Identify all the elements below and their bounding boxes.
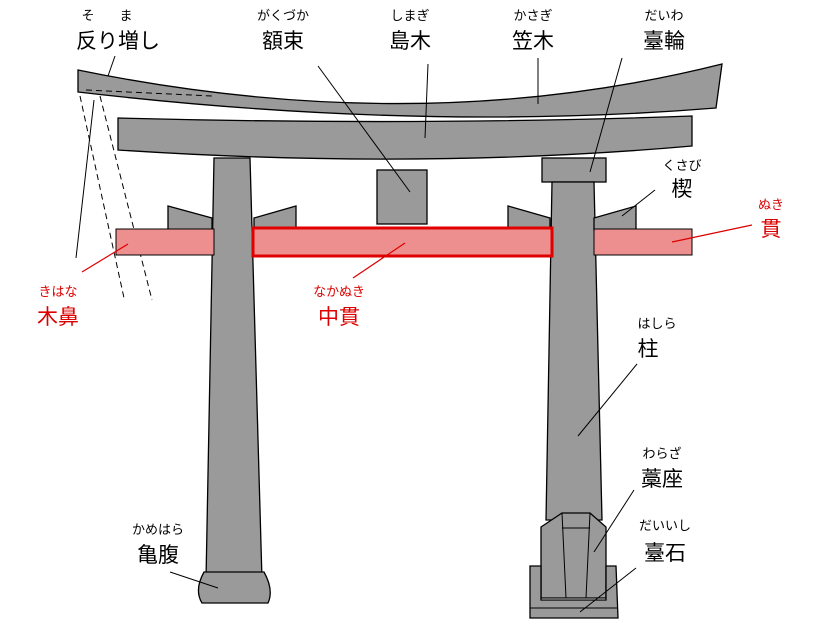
hashira-ruby: はしら: [637, 317, 676, 332]
kusabi-left-outer: [167, 205, 213, 231]
sorimashi-guide-3: [99, 95, 153, 301]
sorimashi-guide-2: [79, 95, 125, 299]
leader-kamebara: [169, 571, 219, 589]
kasagi-ruby: かさぎ: [513, 9, 552, 24]
leader-shimagi: [424, 63, 429, 139]
leader-sorimashi: [75, 55, 116, 259]
waraza-ruby: わらざ: [642, 446, 681, 462]
leader-nakanuki: [352, 242, 406, 279]
right-daiishi: [529, 565, 619, 619]
gakuzuka-shape: [376, 169, 428, 225]
sorimashi-label: 反り増し: [76, 29, 160, 53]
daiwa-label: 臺輪: [643, 29, 685, 53]
nuki-kihana-right: [593, 228, 693, 256]
gakuzuka-ruby: がくづか: [257, 9, 309, 24]
waraza-label: 藁座: [641, 467, 683, 491]
sorimashi-guide-1: [85, 89, 213, 97]
leader-hashira: [577, 363, 638, 437]
right-pillar: [545, 181, 603, 521]
shimagi-shape: [117, 115, 693, 160]
kasagi-label: 笠木: [512, 29, 554, 53]
kihana-ruby: きはな: [38, 285, 77, 300]
leader-daiwa: [589, 57, 623, 173]
leader-kihana: [81, 243, 129, 273]
kasagi-shape: [77, 63, 723, 118]
gakuzuka-label: 額束: [262, 29, 304, 53]
kusabi-label: 楔: [672, 177, 693, 201]
leader-nuki: [671, 224, 753, 243]
kusabi-left-inner: [253, 205, 297, 231]
leader-waraza: [593, 489, 635, 553]
shimagi-label: 島木: [389, 29, 431, 53]
left-kamebara: [197, 571, 271, 604]
kamebara-ruby: かめはら: [132, 523, 184, 538]
nakanuki-label: 中貫: [318, 305, 360, 329]
sorimashi-ruby-ma: ま: [119, 9, 132, 24]
nuki-kihana-left: [115, 228, 215, 256]
kusabi-right-inner: [507, 205, 551, 231]
daiishi-label: 臺石: [644, 541, 686, 565]
daiishi-ruby: だいいし: [639, 519, 691, 534]
daiwa-ruby: だいわ: [644, 9, 683, 24]
nuki-label: 貫: [761, 217, 782, 241]
leader-daiishi: [579, 567, 637, 613]
shimagi-ruby: しまぎ: [390, 9, 429, 24]
kihana-label: 木鼻: [37, 305, 79, 329]
hashira-label: 柱: [638, 337, 659, 361]
sorimashi-ruby-so: そ: [81, 9, 94, 24]
right-waraza: [540, 512, 607, 599]
leader-gakuzuka: [317, 65, 411, 193]
nakanuki-ruby: なかぬき: [313, 285, 365, 300]
nuki-ruby: ぬき: [758, 198, 784, 213]
leader-kusabi: [621, 189, 656, 217]
kamebara-label: 亀腹: [137, 543, 179, 567]
nakanuki-shape: [251, 226, 554, 258]
right-daiwa: [541, 157, 607, 183]
kusabi-ruby: くさび: [662, 159, 701, 174]
